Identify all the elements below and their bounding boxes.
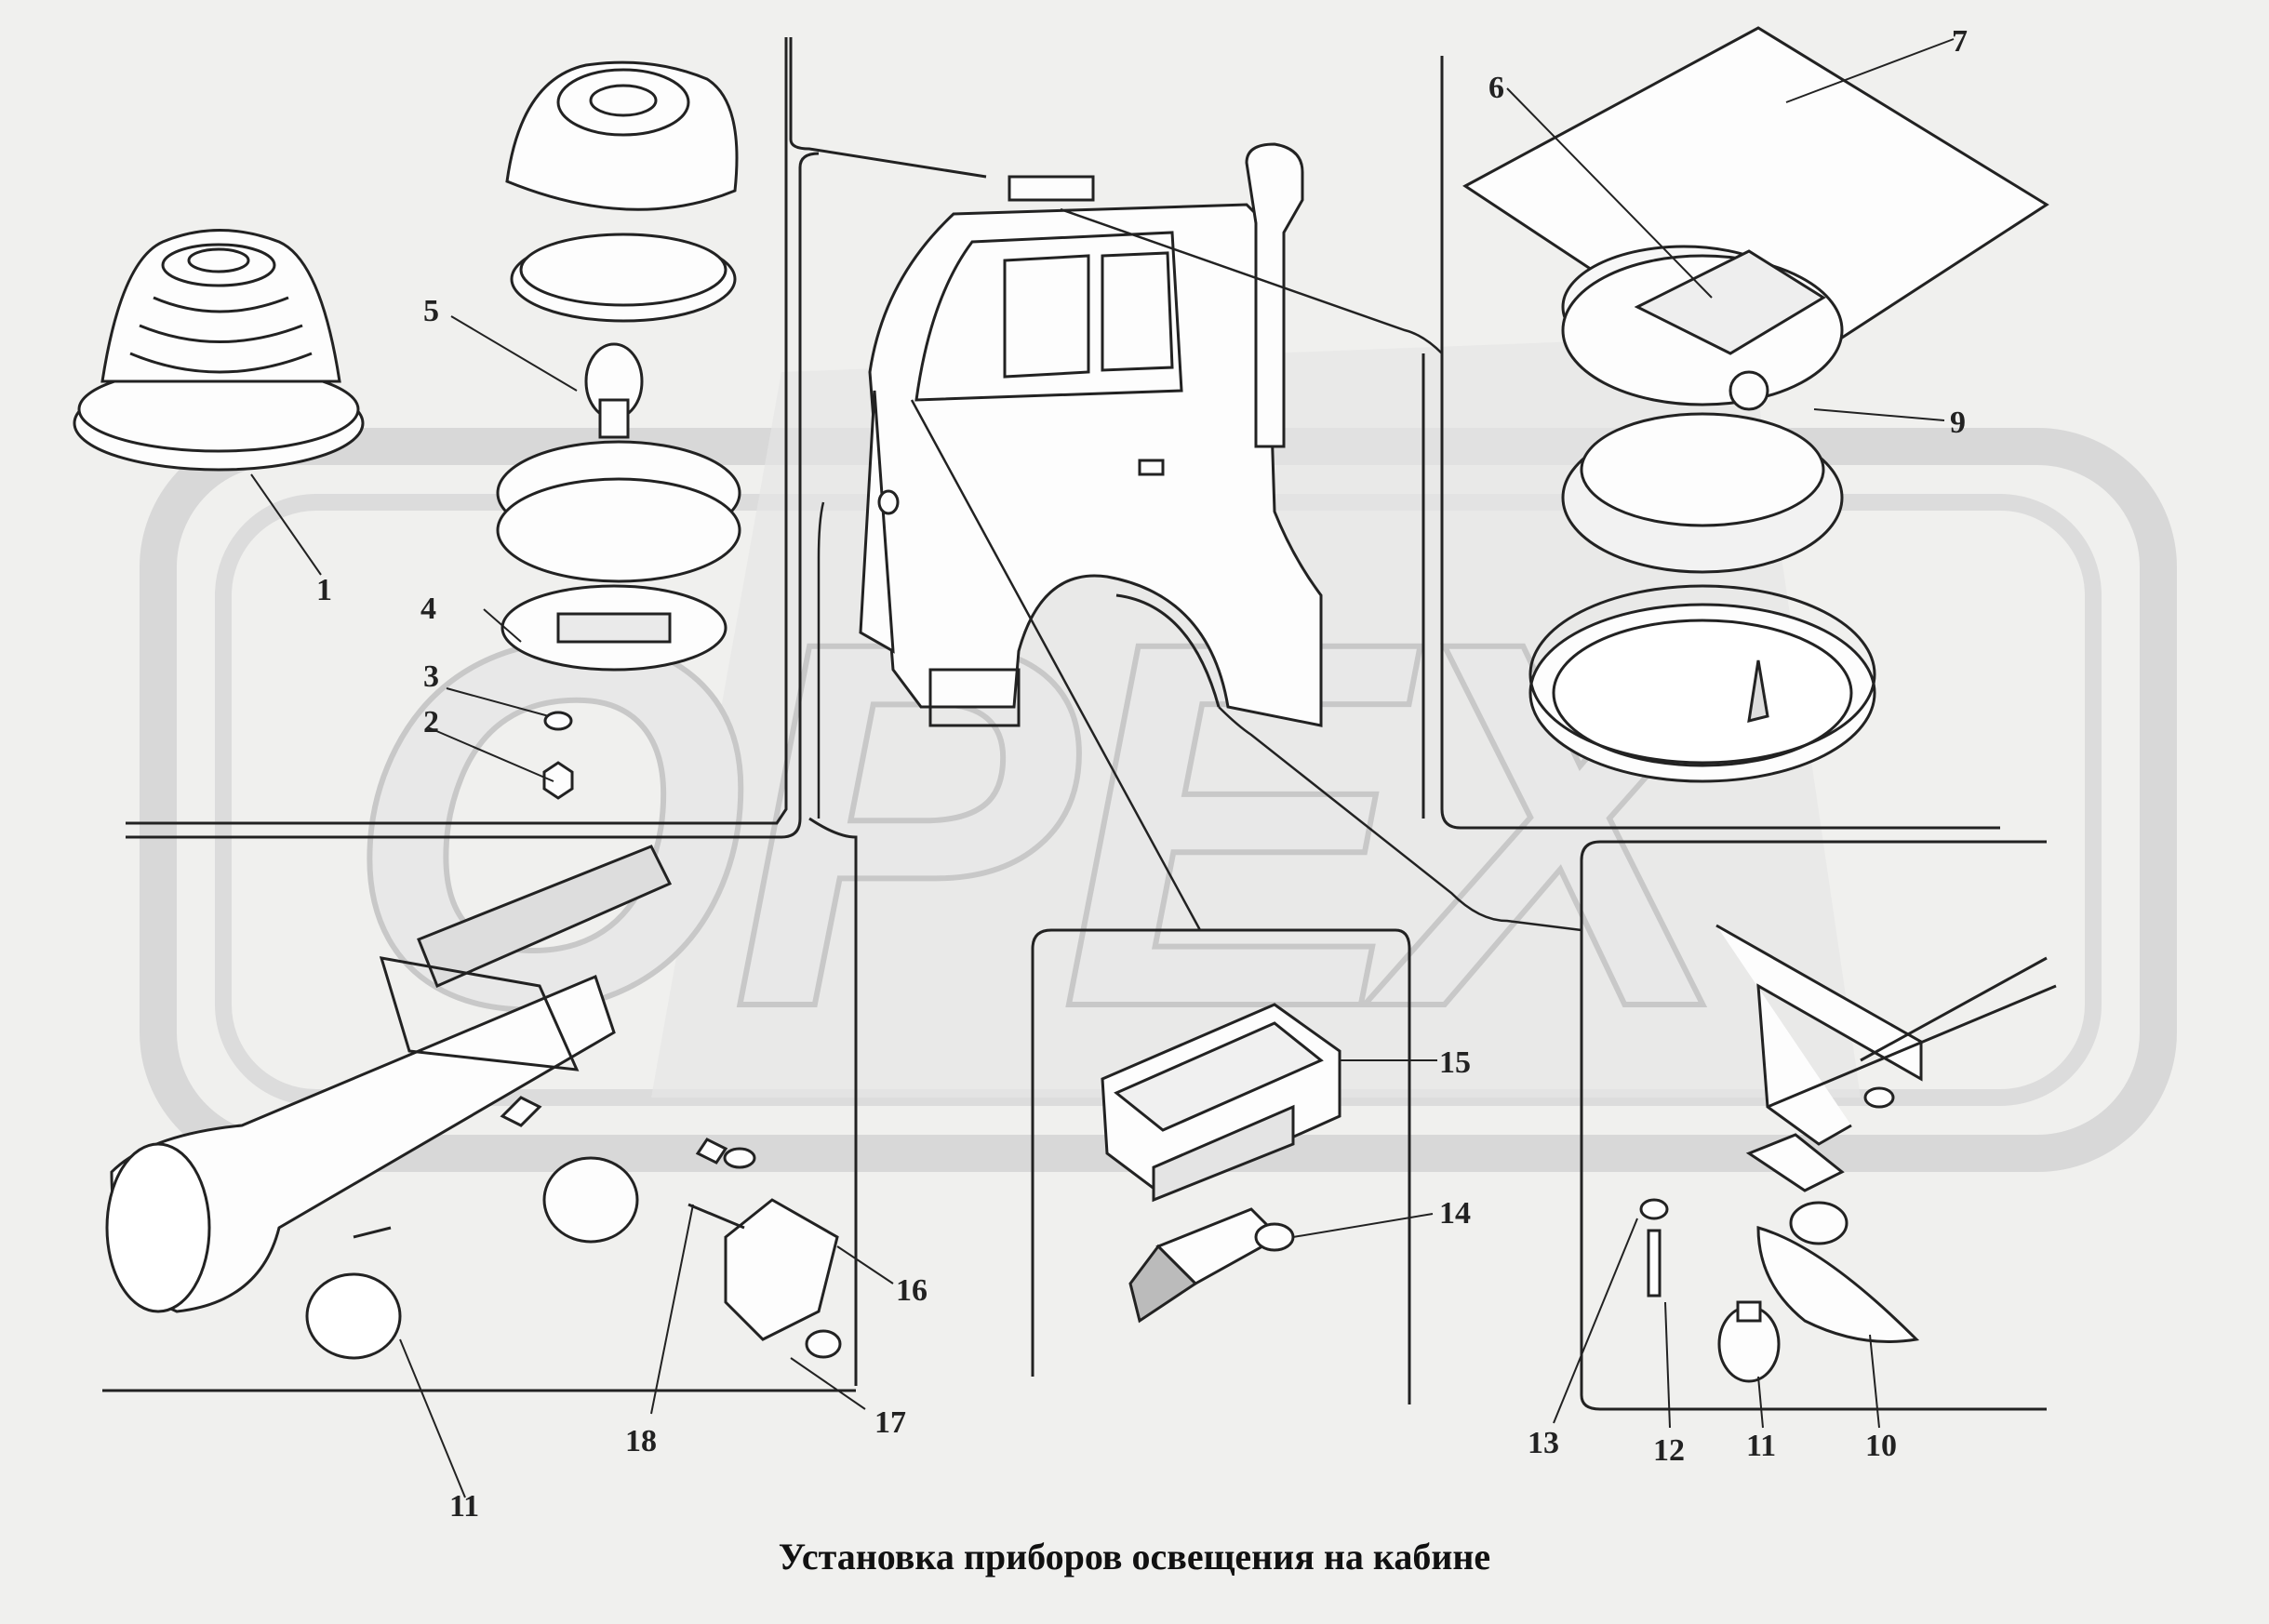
callout-13: 13 [1528, 1426, 1559, 1460]
callout-12: 12 [1653, 1433, 1685, 1468]
callout-7: 7 [1952, 24, 1968, 59]
callout-18: 18 [625, 1424, 657, 1458]
callout-labels: 1 2 3 4 5 6 7 9 10 11 11 12 13 14 15 16 … [316, 24, 1968, 1524]
section-dividers [102, 37, 2047, 1411]
callout-11-right: 11 [1746, 1429, 1776, 1463]
lamp-exploded-5 [496, 60, 741, 800]
callout-6: 6 [1488, 71, 1504, 105]
callout-3: 3 [423, 659, 439, 694]
callout-2: 2 [423, 705, 439, 739]
callout-5: 5 [423, 294, 439, 328]
callout-1: 1 [316, 573, 332, 607]
callout-11-left: 11 [449, 1489, 479, 1524]
diagram-caption: Установка приборов освещения на кабине [778, 1536, 1491, 1577]
rect-lamp-15 [1101, 1003, 1341, 1324]
truck-cab [859, 142, 1323, 727]
hand-lamp [105, 845, 842, 1360]
callout-17: 17 [874, 1405, 906, 1440]
callout-10: 10 [1865, 1429, 1897, 1463]
callout-16: 16 [896, 1273, 928, 1308]
callout-leaders [250, 38, 1955, 1498]
leader-lines-cab [817, 207, 1582, 932]
lamp-dome-1 [73, 229, 365, 472]
callout-9: 9 [1950, 406, 1966, 440]
callout-14: 14 [1439, 1196, 1471, 1231]
callout-15: 15 [1439, 1045, 1471, 1080]
bracket-lamp-10 [1639, 924, 2057, 1383]
ceiling-lamp-7 [1462, 26, 2049, 783]
callout-4: 4 [420, 592, 436, 626]
